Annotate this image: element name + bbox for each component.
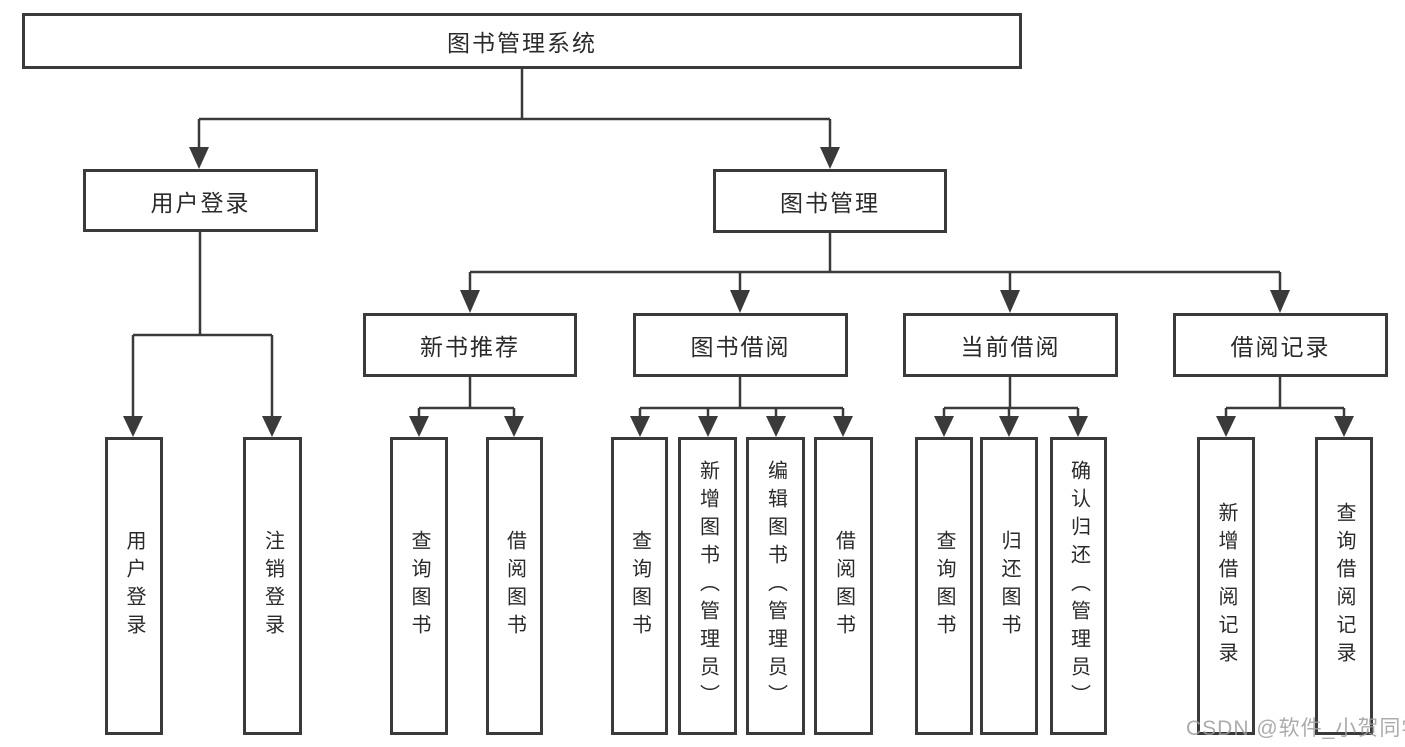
node-book-borrow-label: 图书借阅 (690, 334, 791, 360)
leaf-label: 新增图书（管理员） (696, 460, 719, 712)
leaf-label: 借阅图书 (832, 530, 855, 642)
csdn-watermark: CSDN @软件_小贺同学 (1186, 717, 1405, 740)
leaf-label: 注销登录 (261, 530, 284, 642)
leaf-return-books: 归还图书 (980, 437, 1038, 735)
leaf-label: 借阅图书 (503, 530, 526, 642)
leaf-query-borrow-record: 查询借阅记录 (1315, 437, 1373, 735)
connector-current-borrow (942, 377, 1080, 419)
leaf-borrow-books-2: 借阅图书 (814, 437, 873, 735)
node-user-login-label: 用户登录 (150, 189, 251, 216)
node-new-books-label: 新书推荐 (420, 334, 520, 360)
leaf-label: 用户登录 (123, 530, 145, 642)
node-book-borrow: 图书借阅 (633, 313, 848, 377)
connector-borrow-records (1224, 377, 1346, 419)
leaf-edit-books-admin: 编辑图书（管理员） (746, 437, 805, 735)
leaf-query-books-3: 查询图书 (915, 437, 973, 735)
leaf-label: 查询图书 (628, 530, 651, 642)
leaf-label: 新增借阅记录 (1215, 502, 1237, 670)
leaf-add-borrow-record: 新增借阅记录 (1197, 437, 1255, 735)
leaf-label: 查询图书 (408, 530, 430, 642)
connector-book-mgmt (468, 233, 1282, 293)
node-borrow-records-label: 借阅记录 (1230, 334, 1331, 360)
leaf-query-books-2: 查询图书 (611, 437, 668, 735)
leaf-label: 查询借阅记录 (1333, 502, 1355, 670)
node-root: 图书管理系统 (22, 13, 1022, 69)
leaf-label: 查询图书 (933, 530, 955, 642)
node-current-borrow: 当前借阅 (903, 313, 1118, 377)
leaf-label: 编辑图书（管理员） (764, 460, 787, 712)
leaf-logout: 注销登录 (243, 437, 302, 735)
leaf-label: 归还图书 (998, 530, 1020, 642)
leaf-borrow-books-1: 借阅图书 (486, 437, 543, 735)
leaf-confirm-return-admin: 确认归还（管理员） (1050, 437, 1107, 735)
node-new-books: 新书推荐 (363, 313, 577, 377)
node-borrow-records: 借阅记录 (1173, 313, 1388, 377)
leaf-query-books-1: 查询图书 (390, 437, 448, 735)
connector-book-borrow (638, 377, 845, 419)
leaf-user-login: 用户登录 (105, 437, 163, 735)
leaf-label: 确认归还（管理员） (1067, 460, 1090, 712)
node-root-label: 图书管理系统 (447, 30, 597, 56)
node-book-mgmt: 图书管理 (713, 169, 947, 233)
connector-user-login (131, 232, 274, 419)
connector-root (197, 69, 832, 150)
connector-new-books (417, 377, 516, 419)
node-current-borrow-label: 当前借阅 (960, 334, 1061, 360)
node-book-mgmt-label: 图书管理 (780, 190, 880, 216)
arrowheads (123, 147, 1354, 437)
node-user-login: 用户登录 (83, 169, 318, 232)
leaf-add-books-admin: 新增图书（管理员） (678, 437, 737, 735)
